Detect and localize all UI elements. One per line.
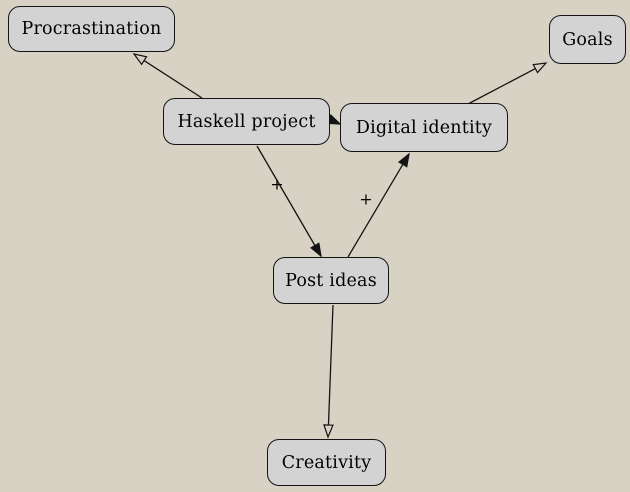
- edge-haskell-project-to-procrastination: [143, 59, 203, 99]
- edge-label-post-ideas-to-digital-identity: +: [359, 190, 372, 209]
- node-procrastination[interactable]: Procrastination: [8, 6, 175, 52]
- edge-digital-identity-to-goals: [467, 68, 536, 105]
- edge-post-ideas-to-creativity: [327, 304, 334, 426]
- node-label-creativity: Creativity: [281, 452, 372, 473]
- node-digital-identity[interactable]: Digital identity: [340, 103, 508, 152]
- node-label-post-ideas: Post ideas: [285, 270, 377, 291]
- node-haskell-project[interactable]: Haskell project: [163, 98, 330, 145]
- open-arrowhead-icon: [323, 424, 334, 439]
- node-label-haskell-project: Haskell project: [177, 111, 316, 132]
- node-label-digital-identity: Digital identity: [355, 117, 493, 138]
- open-arrowhead-icon: [132, 53, 148, 66]
- filled-arrowhead-icon: [310, 242, 322, 258]
- node-label-procrastination: Procrastination: [21, 19, 162, 39]
- open-arrowhead-icon: [532, 62, 548, 74]
- edge-haskell-project-to-post-ideas: [256, 145, 316, 246]
- filled-arrowhead-icon: [397, 152, 410, 168]
- node-post-ideas[interactable]: Post ideas: [273, 257, 389, 304]
- node-goals[interactable]: Goals: [549, 15, 626, 64]
- node-creativity[interactable]: Creativity: [267, 439, 386, 486]
- node-label-goals: Goals: [562, 29, 613, 50]
- edge-post-ideas-to-digital-identity: [347, 163, 404, 258]
- edge-label-haskell-project-to-post-ideas: +: [270, 175, 283, 194]
